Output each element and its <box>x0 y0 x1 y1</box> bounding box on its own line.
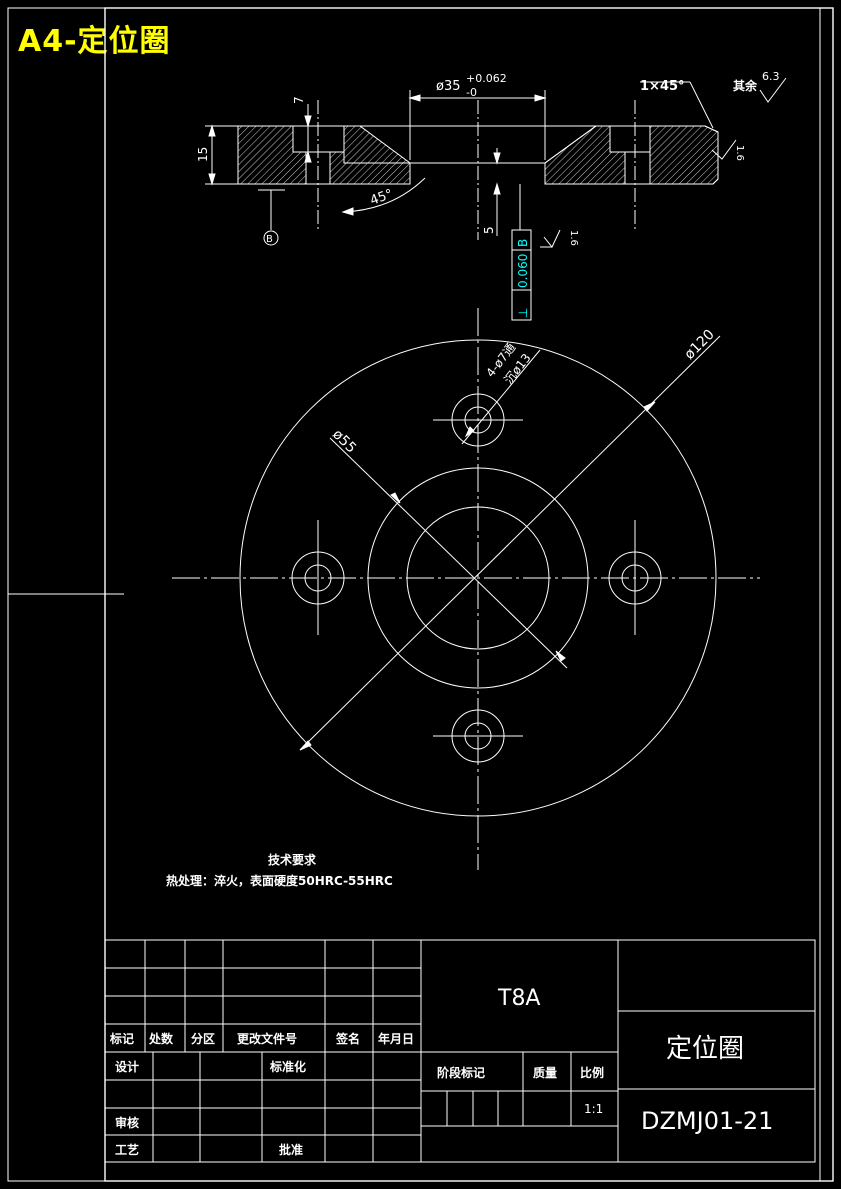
dim-bore-tol-lower: -0 <box>466 86 477 99</box>
section-view <box>205 77 787 321</box>
tol-value: 0.060 <box>516 254 530 288</box>
technical-notes: 技术要求 热处理：淬火，表面硬度50HRC-55HRC <box>166 852 393 888</box>
dim-angle: 45° <box>368 187 395 209</box>
material: T8A <box>497 986 541 1011</box>
row-design: 设计 <box>115 1059 139 1074</box>
tolerance-frame-text: ⊥ 0.060 B <box>516 239 530 318</box>
dim-inner: ø55 <box>329 427 359 457</box>
dim-chamfer: 1×45° <box>640 79 685 94</box>
dim-height-15: 15 <box>196 147 210 162</box>
title-block <box>104 939 816 1163</box>
dim-rest-roughness-label: 其余 <box>733 78 758 93</box>
col-sign: 签名 <box>335 1031 360 1046</box>
col-zone: 分区 <box>191 1031 215 1046</box>
notes-line1: 热处理：淬火，表面硬度50HRC-55HRC <box>166 873 393 888</box>
row-approve: 批准 <box>279 1142 303 1157</box>
col-date: 年月日 <box>378 1031 414 1046</box>
dim-rest-roughness-value: 6.3 <box>762 70 780 83</box>
col-mark: 标记 <box>109 1031 134 1046</box>
part-name: 定位圈 <box>666 1034 744 1064</box>
col-count: 处数 <box>148 1031 174 1046</box>
section-view-text: ø35 +0.062 -0 1×45° 其余 6.3 7 15 45° 5 B … <box>196 70 780 246</box>
mass: 质量 <box>533 1065 557 1080</box>
roughness-2: 1.6 <box>734 145 745 161</box>
col-doc: 更改文件号 <box>237 1031 297 1046</box>
drawing-badge: A4-定位圈 <box>18 24 171 59</box>
dim-bore: ø35 <box>436 79 461 94</box>
stage-mark: 阶段标记 <box>437 1065 485 1080</box>
plan-view <box>172 308 760 870</box>
tol-datum: B <box>516 239 530 247</box>
scale-value: 1:1 <box>584 1102 603 1116</box>
tol-symbol: ⊥ <box>516 308 530 318</box>
title-block-large-text: T8A 定位圈 DZMJ01-21 <box>497 986 773 1135</box>
dim-depth-7: 7 <box>292 96 306 104</box>
roughness-1: 1.6 <box>568 230 579 246</box>
row-process: 工艺 <box>115 1142 139 1157</box>
drawing-number: DZMJ01-21 <box>641 1107 773 1135</box>
ratio: 比例 <box>580 1065 604 1080</box>
dim-5: 5 <box>482 226 496 234</box>
datum-label: B <box>266 234 273 245</box>
drawing-frame <box>7 7 834 1182</box>
title-block-text: 标记 处数 分区 更改文件号 签名 年月日 设计 标准化 审核 工艺 批准 阶段… <box>109 1031 604 1157</box>
dim-bore-tol-upper: +0.062 <box>466 72 507 85</box>
row-review: 审核 <box>115 1115 139 1130</box>
dim-outer: ø120 <box>682 327 718 363</box>
plan-view-text: 4-ø7通 沉ø13 ø120 ø55 <box>329 327 718 457</box>
row-standard: 标准化 <box>269 1059 306 1074</box>
notes-heading: 技术要求 <box>268 852 317 867</box>
